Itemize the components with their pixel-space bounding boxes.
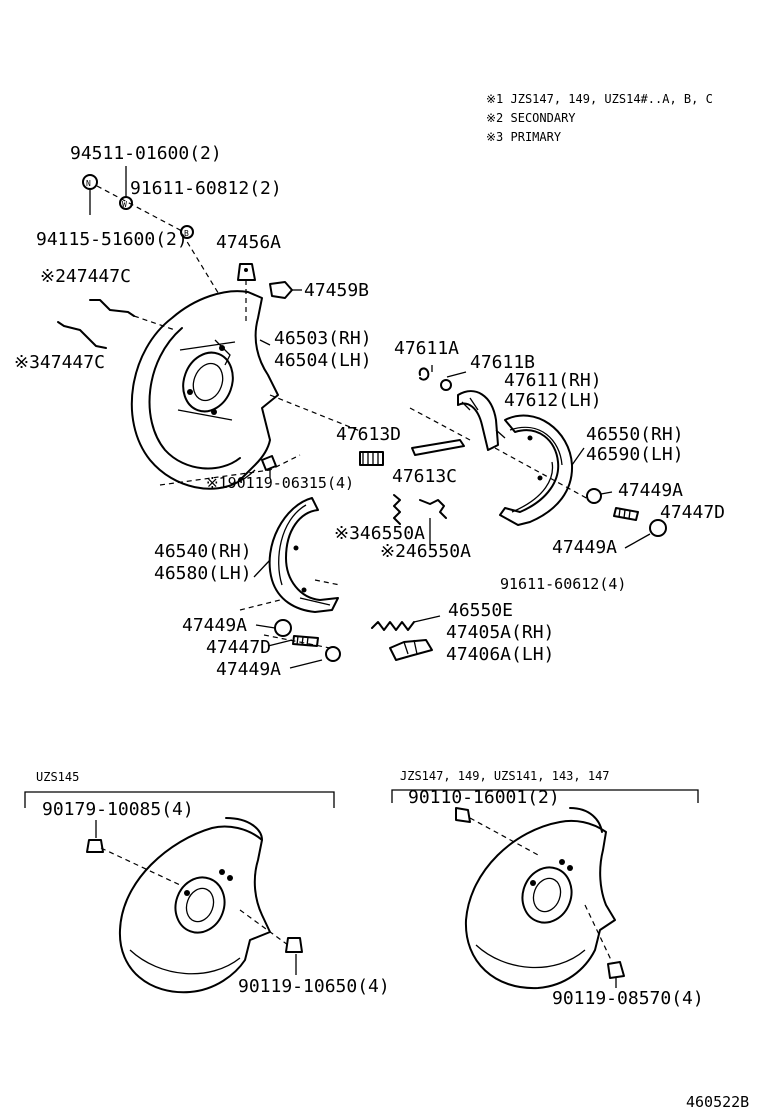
w-icon: W	[122, 200, 127, 209]
label-47447c-3: ※347447C	[14, 352, 105, 373]
variant-left-bolt-bottom: 90119-10650(4)	[238, 976, 390, 997]
label-47449a-1: 47449A	[618, 480, 683, 501]
label-47611a: 47611A	[394, 338, 459, 359]
hold-down-right	[586, 488, 667, 549]
variant-left-title: UZS145	[36, 770, 79, 784]
label-94511: 94511-01600(2)	[70, 143, 222, 164]
label-47612: 47612(LH)	[504, 390, 602, 411]
label-47449a-4: 47449A	[216, 659, 281, 680]
label-47449a-3: 47449A	[182, 615, 247, 636]
label-91611-a: 91611-60812(2)	[130, 178, 282, 199]
label-47611b: 47611B	[470, 352, 535, 373]
adjuster-47613	[269, 394, 591, 501]
variant-left: UZS145 90179-10085(4) 90119-10650(4)	[24, 770, 390, 997]
hold-down-left	[274, 619, 341, 669]
cable-47447c	[57, 299, 176, 349]
label-47447c-2: ※247447C	[40, 266, 131, 287]
bolt-90119-06315	[261, 455, 277, 478]
figure-id: 460522B	[686, 1093, 749, 1111]
label-90119-06315: ※190119-06315(4)	[206, 474, 354, 492]
plate-bolts: N W B	[82, 166, 221, 297]
label-47613c: 47613C	[392, 466, 457, 487]
label-47406a: 47406A(LH)	[446, 644, 554, 665]
adjuster-47405a	[389, 639, 433, 661]
backing-plate	[130, 290, 279, 490]
label-46550a-2: ※246550A	[380, 541, 471, 562]
notes-legend: ※1 JZS147, 149, UZS14#..A, B, C ※2 SECON…	[486, 92, 713, 144]
label-47611: 47611(RH)	[504, 370, 602, 391]
label-46504: 46504(LH)	[274, 350, 372, 371]
springs-46550a	[393, 494, 447, 545]
variant-left-bolt-top: 90179-10085(4)	[42, 799, 194, 820]
label-47613d: 47613D	[336, 424, 401, 445]
variant-right-bolt-top: 90110-16001(2)	[408, 787, 560, 808]
part-labels: 94511-01600(2) 91611-60812(2) 94115-5160…	[14, 143, 725, 680]
note-3: ※3 PRIMARY	[486, 130, 562, 144]
n-icon: N	[86, 179, 91, 188]
spring-46550e	[371, 615, 441, 631]
variant-right: JZS147, 149, UZS141, 143, 147 90110-1600…	[391, 769, 704, 1009]
note-1: ※1 JZS147, 149, UZS14#..A, B, C	[486, 92, 713, 106]
b-icon: B	[184, 229, 189, 238]
note-2: ※2 SECONDARY	[486, 111, 576, 125]
plug-47459b	[269, 281, 302, 299]
label-47447d-1: 47447D	[660, 502, 725, 523]
shoe-47611	[418, 367, 499, 451]
label-46550a-3: ※346550A	[334, 523, 425, 544]
label-46503: 46503(RH)	[274, 328, 372, 349]
variant-right-title: JZS147, 149, UZS141, 143, 147	[400, 769, 610, 783]
label-46580: 46580(LH)	[154, 563, 252, 584]
label-47447d-2: 47447D	[206, 637, 271, 658]
label-47456a: 47456A	[216, 232, 281, 253]
leaders	[253, 339, 613, 647]
label-47459b: 47459B	[304, 280, 369, 301]
label-47405a: 47405A(RH)	[446, 622, 554, 643]
label-46590: 46590(LH)	[586, 444, 684, 465]
label-47449a-2: 47449A	[552, 537, 617, 558]
label-46540: 46540(RH)	[154, 541, 252, 562]
clip-47456a	[237, 263, 256, 325]
label-46550e: 46550E	[448, 600, 513, 621]
label-94115: 94115-51600(2)	[36, 229, 188, 250]
variant-right-bolt-bottom: 90119-08570(4)	[552, 988, 704, 1009]
shoe-46550	[499, 414, 574, 526]
label-46550: 46550(RH)	[586, 424, 684, 445]
label-91611-b: 91611-60612(4)	[500, 575, 626, 593]
